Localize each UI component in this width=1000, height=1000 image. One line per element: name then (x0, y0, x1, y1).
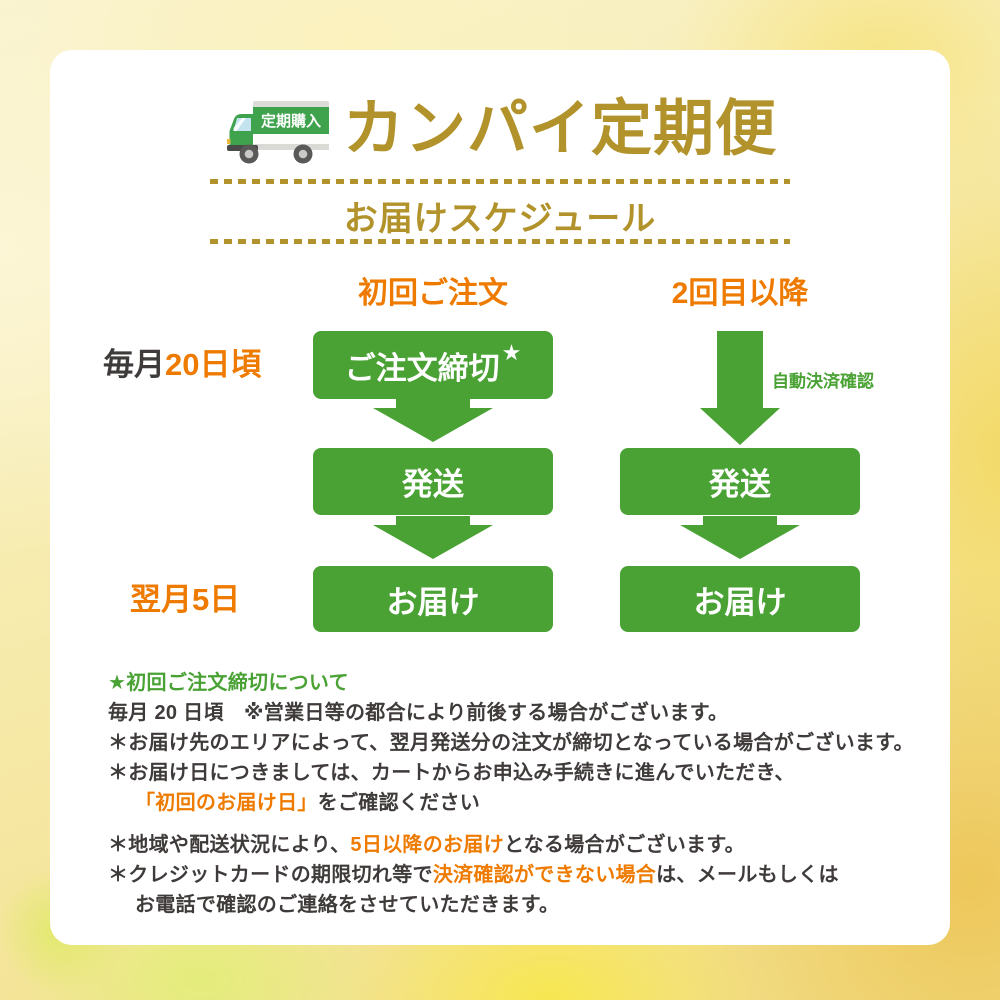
note-text-segment: ＊地域や配送状況により、 (108, 834, 351, 856)
note-highlight: 5日以降のお届け (350, 834, 504, 856)
flow-box-ship-repeat: 発送 (620, 448, 860, 515)
page-title: カンパイ定期便 (343, 94, 778, 162)
row-label-deadline-prefix: 毎月 (103, 347, 165, 382)
flow-box-ship-first: 発送 (313, 448, 553, 515)
divider-dotted-top (210, 179, 790, 184)
note-text-segment: ＊クレジットカードの期限切れ等で (108, 864, 433, 886)
flow-box-deliver-first: お届け (313, 566, 553, 632)
note-line-phone: お電話で確認のご連絡をさせていただきます。 (135, 894, 560, 916)
down-arrow-icon (680, 516, 800, 559)
row-label-delivery-date: 翌月5日 (130, 582, 241, 617)
flow-box-order-deadline-label: ご注文締切 (344, 350, 500, 386)
down-arrow-icon (373, 516, 493, 559)
divider-dotted-bottom (210, 239, 790, 244)
deadline-star-icon: ★ (501, 340, 522, 365)
auto-payment-note: 自動決済確認 (772, 372, 874, 391)
note-line-region: ＊地域や配送状況により、5日以降のお届けとなる場合がございます。 (108, 830, 946, 860)
notes-heading: ★初回ご注文締切について (108, 672, 349, 694)
truck-badge-label: 定期購入 (261, 112, 321, 130)
delivery-truck-icon: 定期購入 (227, 101, 329, 164)
content-card: 定期購入 カンパイ定期便 お届けスケジュール 初回ご注文 2回目以降 毎月20日… (50, 50, 950, 945)
column-header-repeat-order: 2回目以降 (671, 277, 809, 310)
row-label-deadline-date: 20日頃 (165, 347, 262, 382)
flow-box-order-deadline: ご注文締切★ (313, 331, 553, 399)
note-line-area: ＊お届け先のエリアによって、翌月発送分の注文が締切となっている場合がございます。 (108, 732, 914, 754)
note-highlight: 「初回のお届け日」 (135, 792, 318, 814)
note-line-first-delivery: 「初回のお届け日」をご確認ください (108, 788, 946, 818)
footnotes: ★初回ご注文締切について 毎月 20 日頃 ※営業日等の都合により前後する場合が… (108, 668, 946, 920)
down-arrow-icon (373, 399, 493, 442)
note-text-segment: をご確認ください (317, 792, 481, 814)
flow-box-deliver-repeat: お届け (620, 566, 860, 632)
note-text-segment: は、メールもしくは (656, 864, 839, 886)
column-header-first-order: 初回ご注文 (358, 277, 508, 310)
note-line-credit-card: ＊クレジットカードの期限切れ等で決済確認ができない場合は、メールもしくは (108, 860, 946, 890)
note-line-cart: ＊お届け日につきましては、カートからお申込み手続きに進んでいただき、 (108, 762, 795, 784)
row-label-deadline: 毎月20日頃 (103, 347, 261, 383)
note-line-schedule: 毎月 20 日頃 ※営業日等の都合により前後する場合がございます。 (108, 702, 729, 724)
note-text-segment: となる場合がございます。 (503, 834, 745, 856)
note-highlight: 決済確認ができない場合 (432, 864, 657, 886)
long-down-arrow-icon (700, 331, 780, 445)
page-subtitle: お届けスケジュール (343, 200, 657, 238)
